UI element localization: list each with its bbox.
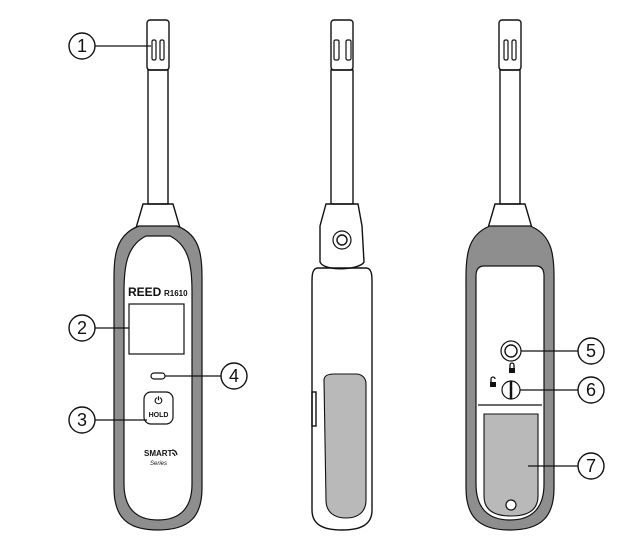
- front-model: R1610: [164, 289, 188, 298]
- lcd-display: [128, 303, 185, 355]
- callout-label-6: 6: [586, 380, 596, 400]
- callout-circle-4: [220, 362, 248, 390]
- power-hold-button[interactable]: [143, 391, 174, 425]
- side-probe-vent: [333, 39, 340, 61]
- callout-label-2: 2: [77, 318, 87, 338]
- back-probe-tip: [498, 19, 522, 71]
- side-probe-shaft: [330, 69, 354, 205]
- side-edge-detail: [311, 391, 317, 427]
- side-pivot-inner: [336, 234, 348, 246]
- front-view: REED R1610 ⏻ HOLD SMART Series: [113, 19, 203, 531]
- battery-compartment: [483, 413, 539, 517]
- callout-circle-6: [577, 376, 605, 404]
- back-probe-shaft: [499, 69, 521, 205]
- callout-label-1: 1: [77, 36, 87, 56]
- callout-circle-1: [68, 32, 96, 60]
- side-view: [311, 19, 373, 531]
- side-pivot-outer: [332, 230, 352, 250]
- front-probe-tip: [146, 19, 170, 71]
- hold-label: HOLD: [149, 412, 169, 419]
- tripod-socket-inner: [504, 344, 518, 358]
- smart-logo-mark: [171, 449, 178, 457]
- front-probe-vent-left: [151, 39, 157, 61]
- lock-icon: [509, 362, 515, 373]
- callout-circle-2: [68, 314, 96, 342]
- callout-label-3: 3: [77, 410, 87, 430]
- back-probe-vent-right: [511, 39, 517, 61]
- callout-circle-7: [577, 452, 605, 480]
- side-probe-vent-2: [345, 39, 352, 61]
- tripod-socket-outer: [500, 340, 522, 362]
- unlock-icon: [490, 376, 496, 387]
- callout-circle-3: [68, 406, 96, 434]
- back-neck: [487, 203, 533, 229]
- series-logo: Series: [150, 461, 167, 467]
- callout-circle-5: [577, 337, 605, 365]
- callout-label-5: 5: [586, 341, 596, 361]
- back-probe-vent-left: [503, 39, 509, 61]
- back-view: [465, 19, 555, 531]
- smart-logo: SMART: [144, 449, 173, 458]
- battery-screw: [505, 499, 517, 511]
- front-probe-shaft: [147, 69, 169, 205]
- led-indicator: [150, 372, 166, 380]
- front-brand: REED: [128, 285, 162, 299]
- callout-label-4: 4: [229, 366, 239, 386]
- front-probe-vent-right: [159, 39, 165, 61]
- side-grip-panel: [323, 373, 367, 519]
- front-neck: [135, 203, 181, 229]
- side-body-outer: [311, 267, 373, 531]
- callout-label-7: 7: [586, 456, 596, 476]
- power-icon: ⏻: [155, 395, 163, 407]
- callouts: 1 2 3 4 5 6 7: [68, 32, 605, 480]
